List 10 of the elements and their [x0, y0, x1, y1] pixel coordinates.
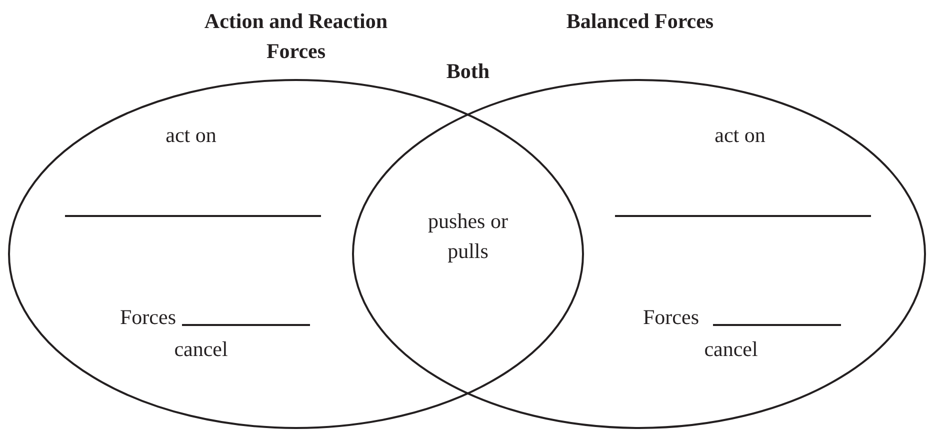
venn-text: act on — [714, 122, 766, 149]
venn-text: cancel — [703, 336, 759, 363]
venn-text: pushes or pulls — [428, 208, 508, 266]
circle-heading: Both — [445, 58, 491, 85]
circle-heading: Balanced Forces — [565, 8, 715, 35]
venn-text: act on — [164, 122, 218, 149]
venn-text: cancel — [173, 336, 229, 363]
venn-text: Forces — [642, 304, 699, 331]
venn-text: Forces — [119, 304, 176, 331]
circle-heading: Action and Reaction Forces — [203, 8, 389, 66]
